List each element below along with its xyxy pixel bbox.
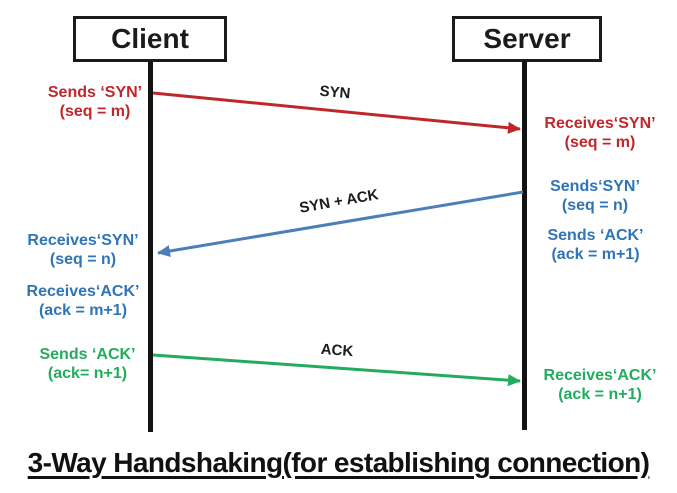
ack-arrow-line: [152, 353, 521, 387]
note-line: (ack = n+1): [558, 386, 642, 403]
client-sends-syn-note: Sends ‘SYN’ (seq = m): [25, 83, 165, 121]
server-sends-ack-note: Sends ‘ACK’ (ack = m+1): [538, 226, 653, 264]
note-line: (ack = m+1): [38, 302, 128, 319]
note-line: (ack= n+1): [47, 365, 128, 382]
client-lifeline: [148, 61, 153, 432]
client-receives-ack-note: Receives‘ACK’ (ack = m+1): [13, 282, 153, 320]
server-lifeline: [522, 61, 527, 430]
note-line: Sends ‘ACK’: [39, 346, 136, 363]
note-line: (seq = n): [49, 251, 117, 268]
ack-arrow-label: ACK: [320, 340, 354, 361]
diagram-title: 3-Way Handshaking(for establishing conne…: [27, 447, 650, 478]
server-actor-box: Server: [452, 16, 602, 62]
note-line: (seq = n): [561, 197, 629, 214]
note-line: (ack = m+1): [551, 246, 640, 263]
client-label: Client: [111, 23, 189, 54]
server-receives-syn-note: Receives‘SYN’ (seq = m): [540, 114, 660, 152]
note-line: Receives‘SYN’: [544, 115, 656, 132]
note-line: (seq = m): [59, 103, 131, 120]
client-receives-syn-note: Receives‘SYN’ (seq = n): [13, 231, 153, 269]
note-line: (seq = m): [564, 134, 636, 151]
note-line: Sends‘SYN’: [550, 178, 640, 195]
server-sends-syn-note: Sends‘SYN’ (seq = n): [540, 177, 650, 215]
note-line: Receives‘ACK’: [543, 367, 657, 384]
note-line: Receives‘ACK’: [26, 283, 140, 300]
syn-arrow-line: [152, 91, 521, 134]
note-line: Sends ‘SYN’: [47, 84, 143, 101]
syn-ack-arrow-line: [157, 190, 524, 257]
server-label: Server: [483, 23, 571, 54]
client-actor-box: Client: [73, 16, 227, 62]
client-sends-ack-note: Sends ‘ACK’ (ack= n+1): [20, 345, 155, 383]
note-line: Receives‘SYN’: [27, 232, 139, 249]
note-line: Sends ‘ACK’: [547, 227, 644, 244]
server-receives-ack-note: Receives‘ACK’ (ack = n+1): [540, 366, 660, 404]
